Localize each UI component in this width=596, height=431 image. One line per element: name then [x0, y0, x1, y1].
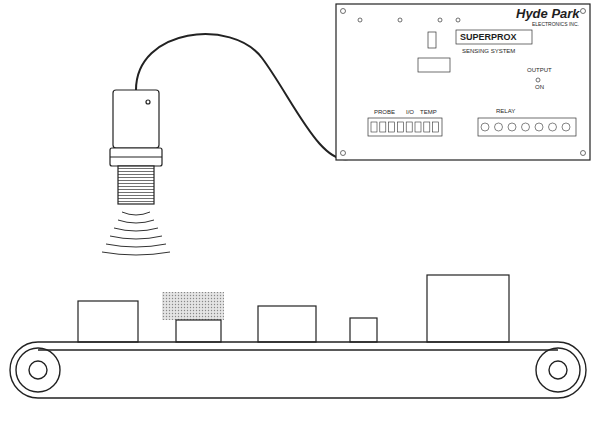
control-board: [336, 4, 590, 160]
sound-waves: [102, 212, 170, 255]
control-board: Hyde ParkELECTRONICS INC. SUPERPROX SENSIN…: [336, 4, 590, 160]
board-label: ON: [535, 84, 544, 90]
board-label: SUPERPROX: [460, 33, 517, 42]
board-label: Hyde Park: [516, 7, 580, 20]
board-label: I/O: [406, 109, 414, 115]
objects: [78, 275, 509, 342]
board-details: [341, 9, 586, 156]
board-label: RELAY: [496, 108, 515, 114]
ultrasonic-sensor: [110, 90, 162, 204]
board-label: SENSING SYSTEM: [462, 48, 515, 54]
board-label: OUTPUT: [527, 67, 552, 73]
board-label: ELECTRONICS INC.: [532, 22, 579, 27]
board-label: TEMP: [420, 109, 437, 115]
detection-zone: [162, 292, 224, 320]
board-label: PROBE: [374, 109, 395, 115]
sensor-cable: [136, 34, 352, 159]
conveyor-belt: [10, 342, 586, 398]
